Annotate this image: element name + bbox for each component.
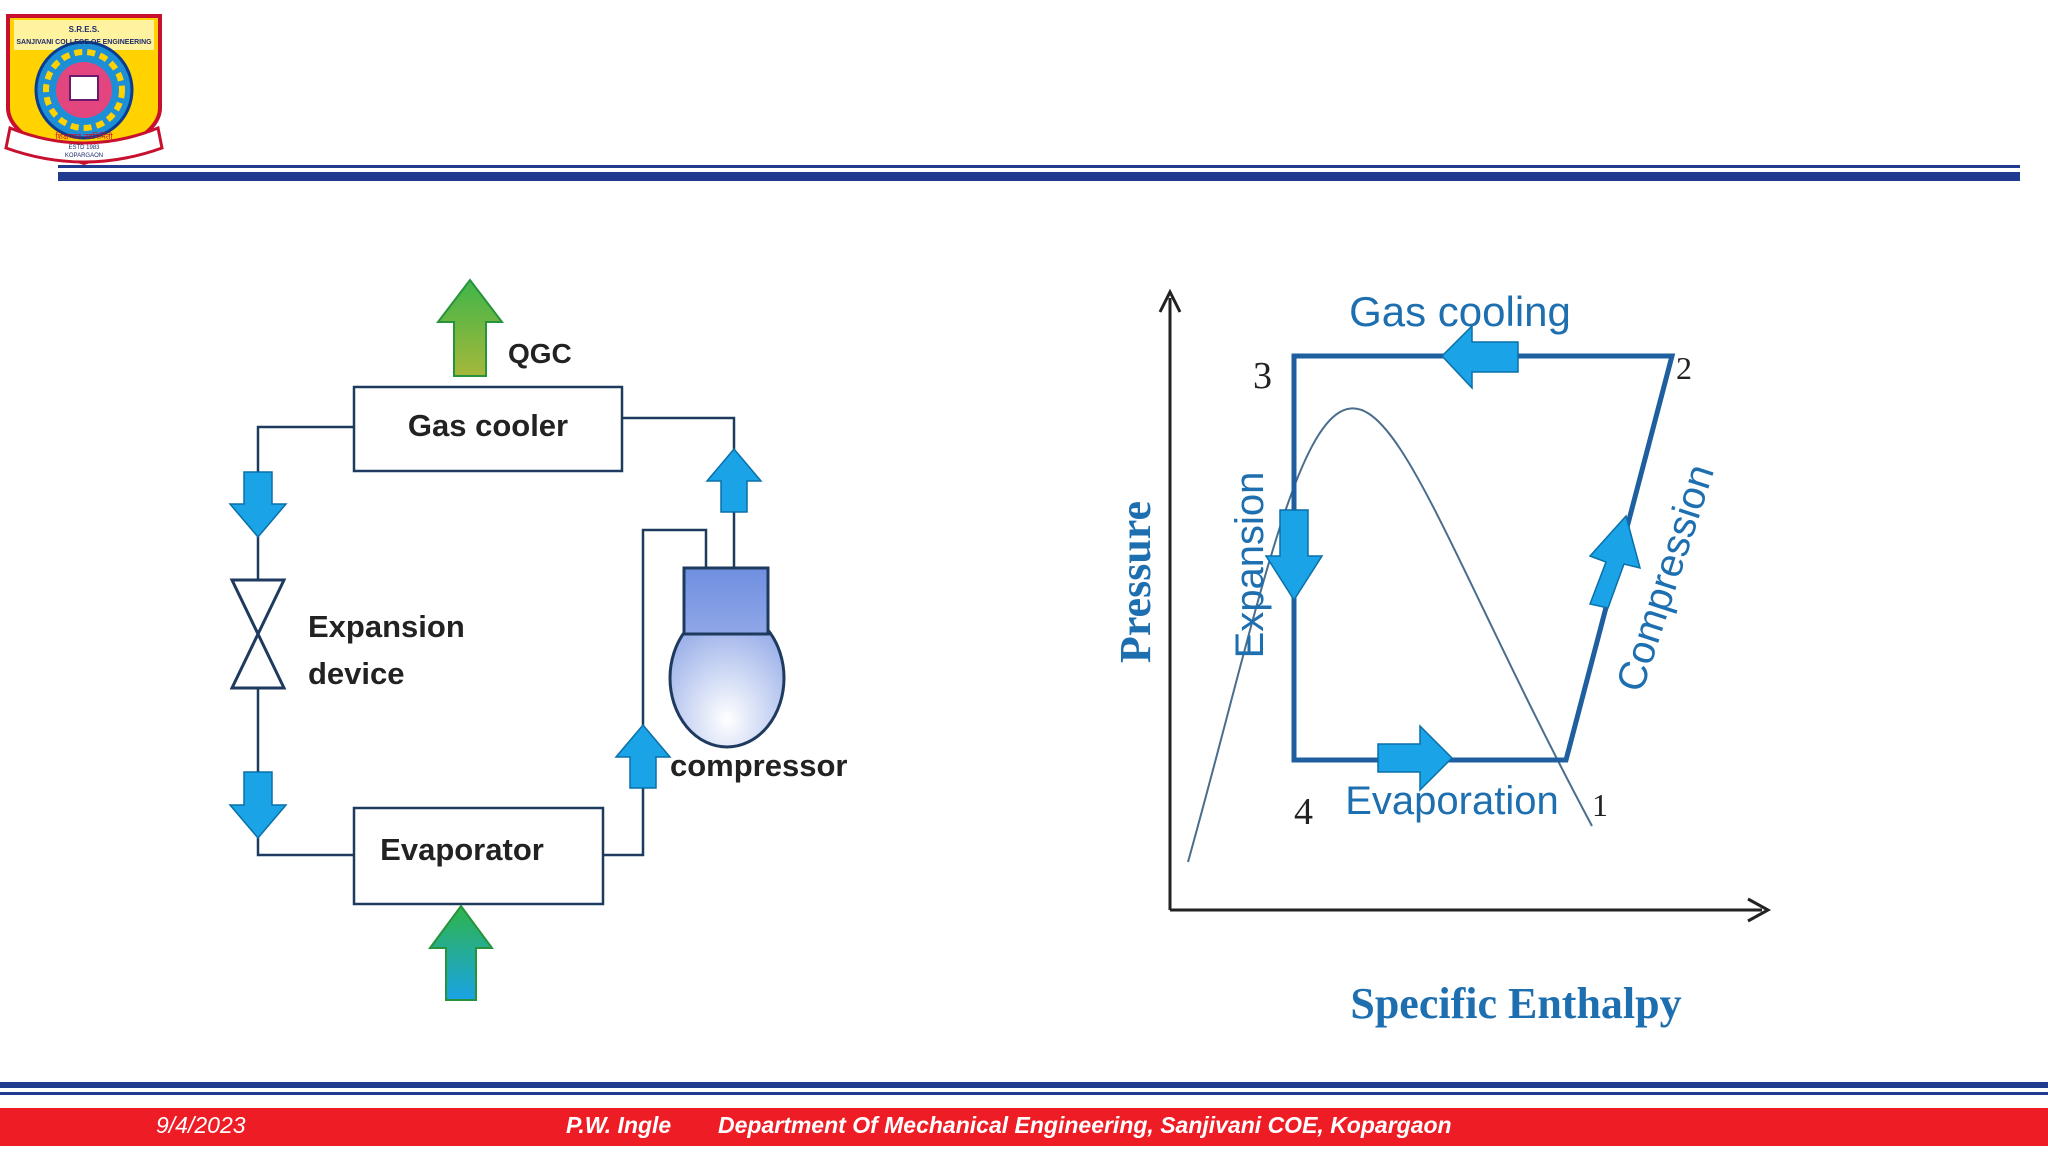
logo-name-text: SANJIVANI COLLEGE OF ENGINEERING [16, 39, 152, 46]
evaporator-box [352, 806, 605, 906]
college-logo: S.R.E.S. SANJIVANI COLLEGE OF ENGINEERIN… [4, 14, 164, 166]
heat-rejection-arrow-icon [435, 278, 505, 377]
x-axis-arrowhead-icon [1747, 897, 1772, 923]
heat-absorption-arrow-icon [428, 904, 494, 1001]
y-axis-label: Pressure [1111, 501, 1160, 663]
point-1-label: 1 [1592, 787, 1608, 823]
logo-city-text: KOPARGAON [65, 153, 103, 159]
footer-department: Department Of Mechanical Engineering, Sa… [718, 1112, 1452, 1138]
evaporation-arrow-icon [1377, 724, 1454, 792]
expansion-label-line2: device [308, 656, 405, 691]
header-rule-thin [58, 165, 2020, 168]
ph-diagram: 2 3 4 1 Gas cooling Evaporation Expansio… [1111, 288, 1772, 1028]
footer-bar [0, 1108, 2048, 1146]
heat-out-label: QGC [508, 338, 572, 369]
pipe-expansion-to-evaporator [256, 688, 354, 857]
compressor-label: compressor [670, 748, 847, 783]
gas-cooler-box [352, 385, 624, 473]
point-3-label: 3 [1253, 355, 1272, 397]
cycle-schematic: Gas cooler Evaporator Expansion device c… [228, 278, 847, 1001]
footer-date: 9/4/2023 [156, 1112, 246, 1138]
logo-estd-text: ESTD 1983 [68, 145, 100, 151]
compression-arrow-icon [1588, 514, 1642, 609]
flow-arrow-down-top-left-icon [228, 471, 288, 539]
compression-label: Compression [1608, 459, 1723, 697]
gas-cooling-arrow-icon [1440, 324, 1519, 390]
y-axis-arrowhead-icon [1158, 288, 1182, 313]
gas-cooler-label: Gas cooler [408, 408, 568, 443]
flow-arrow-up-compressor-outlet-icon [705, 447, 763, 513]
expansion-arrow-icon [1264, 509, 1324, 602]
pipe-evaporator-to-compressor [603, 528, 708, 857]
footer-rule-thin [0, 1092, 2048, 1095]
expansion-process-label: Expansion [1228, 472, 1272, 659]
compressor-top [682, 566, 770, 636]
header-rule [58, 172, 2020, 181]
point-4-label: 4 [1294, 791, 1313, 833]
expansion-valve-icon [229, 578, 287, 690]
saturation-dome-curve [1187, 407, 1593, 863]
gas-cooling-label: Gas cooling [1349, 288, 1571, 335]
flow-arrow-up-compressor-inlet-icon [614, 723, 672, 789]
point-2-label: 2 [1676, 350, 1692, 386]
footer-author: P.W. Ingle [566, 1112, 672, 1138]
evaporation-label: Evaporation [1345, 779, 1558, 823]
evaporator-label: Evaporator [380, 832, 544, 867]
footer-rule [0, 1082, 2048, 1088]
pipe-compressor-to-gascooler [622, 416, 736, 568]
logo-motto-text: शिक्षणात नवनिर्मिती [55, 131, 113, 141]
flow-arrow-down-bottom-left-icon [228, 771, 288, 840]
x-axis-label: Specific Enthalpy [1350, 979, 1681, 1028]
logo-top-text: S.R.E.S. [69, 25, 100, 34]
expansion-label-line1: Expansion [308, 609, 465, 644]
